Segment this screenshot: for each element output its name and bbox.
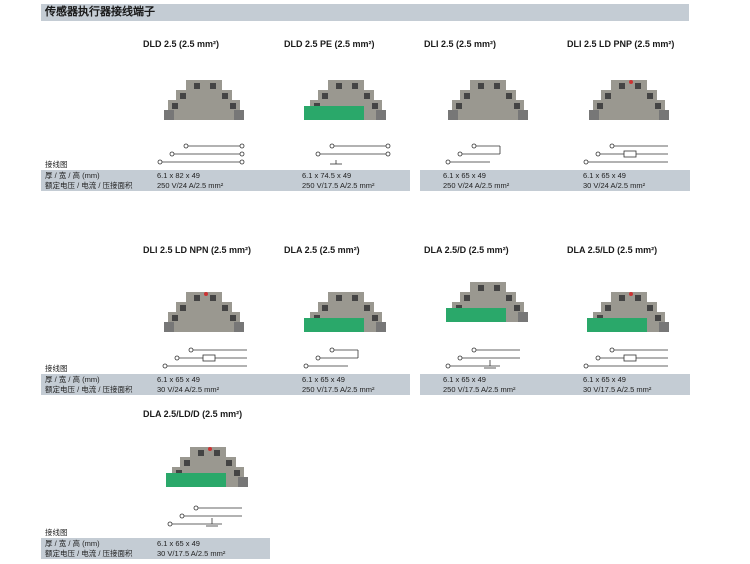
dims-value-7: 6.1 x 65 x 49 bbox=[443, 375, 486, 384]
wiring-diagram-2 bbox=[315, 143, 391, 165]
wiring-diagram-5 bbox=[162, 347, 248, 369]
wiring-diagram-6 bbox=[303, 347, 359, 369]
dims-value-4: 6.1 x 65 x 49 bbox=[583, 171, 626, 180]
section-title: 传感器执行器接线端子 bbox=[45, 6, 155, 18]
label-dims-3: 厚 / 宽 / 高 (mm) bbox=[45, 539, 100, 548]
product-image-7 bbox=[442, 272, 534, 330]
dims-value-6: 6.1 x 65 x 49 bbox=[302, 375, 345, 384]
dims-value-5: 6.1 x 65 x 49 bbox=[157, 375, 200, 384]
item-title-2: DLD 2.5 PE (2.5 mm²) bbox=[284, 39, 375, 49]
label-wiring-1: 接线图 bbox=[45, 160, 68, 169]
rating-value-1: 250 V/24 A/2.5 mm² bbox=[157, 181, 224, 190]
rating-value-3: 250 V/24 A/2.5 mm² bbox=[443, 181, 510, 190]
product-image-5 bbox=[158, 282, 250, 340]
dims-value-9: 6.1 x 65 x 49 bbox=[157, 539, 200, 548]
wiring-diagram-9 bbox=[167, 505, 243, 527]
label-rating-3: 额定电压 / 电流 / 压接面积 bbox=[45, 549, 133, 558]
label-rating-1: 额定电压 / 电流 / 压接面积 bbox=[45, 181, 133, 190]
wiring-diagram-7 bbox=[445, 347, 521, 369]
rating-value-4: 30 V/24 A/2.5 mm² bbox=[583, 181, 646, 190]
spec-band-3 bbox=[41, 538, 270, 559]
dims-value-1: 6.1 x 82 x 49 bbox=[157, 171, 200, 180]
product-image-9 bbox=[162, 437, 254, 495]
rating-value-6: 250 V/17.5 A/2.5 mm² bbox=[302, 385, 375, 394]
product-image-3 bbox=[442, 70, 534, 128]
spec-band-1b bbox=[420, 170, 690, 191]
dims-value-8: 6.1 x 65 x 49 bbox=[583, 375, 626, 384]
label-dims-2: 厚 / 宽 / 高 (mm) bbox=[45, 375, 100, 384]
spec-band-2b bbox=[420, 374, 690, 395]
label-wiring-2: 接线图 bbox=[45, 364, 68, 373]
rating-value-2: 250 V/17.5 A/2.5 mm² bbox=[302, 181, 375, 190]
item-title-4: DLI 2.5 LD PNP (2.5 mm²) bbox=[567, 39, 675, 49]
wiring-diagram-4 bbox=[583, 143, 669, 165]
label-rating-2: 额定电压 / 电流 / 压接面积 bbox=[45, 385, 133, 394]
rating-value-9: 30 V/17.5 A/2.5 mm² bbox=[157, 549, 226, 558]
item-title-9: DLA 2.5/LD/D (2.5 mm²) bbox=[143, 409, 243, 419]
item-title-8: DLA 2.5/LD (2.5 mm²) bbox=[567, 245, 658, 255]
spec-band-2a bbox=[41, 374, 410, 395]
spec-band-1a bbox=[41, 170, 410, 191]
product-image-1 bbox=[158, 70, 250, 128]
section-header-bar bbox=[41, 4, 689, 21]
product-image-4 bbox=[583, 70, 675, 128]
label-dims-1: 厚 / 宽 / 高 (mm) bbox=[45, 171, 100, 180]
rating-value-8: 30 V/17.5 A/2.5 mm² bbox=[583, 385, 652, 394]
product-image-8 bbox=[583, 282, 675, 340]
label-wiring-3: 接线图 bbox=[45, 528, 68, 537]
dims-value-3: 6.1 x 65 x 49 bbox=[443, 171, 486, 180]
product-image-6 bbox=[300, 282, 392, 340]
rating-value-5: 30 V/24 A/2.5 mm² bbox=[157, 385, 220, 394]
dims-value-2: 6.1 x 74.5 x 49 bbox=[302, 171, 352, 180]
item-title-6: DLA 2.5 (2.5 mm²) bbox=[284, 245, 360, 255]
item-title-1: DLD 2.5 (2.5 mm²) bbox=[143, 39, 220, 49]
wiring-diagram-3 bbox=[445, 143, 501, 165]
wiring-diagram-8 bbox=[583, 347, 669, 369]
item-title-3: DLI 2.5 (2.5 mm²) bbox=[424, 39, 497, 49]
rating-value-7: 250 V/17.5 A/2.5 mm² bbox=[443, 385, 516, 394]
item-title-5: DLI 2.5 LD NPN (2.5 mm²) bbox=[143, 245, 252, 255]
item-title-7: DLA 2.5/D (2.5 mm²) bbox=[424, 245, 509, 255]
product-image-2 bbox=[300, 70, 392, 128]
wiring-diagram-1 bbox=[157, 143, 245, 165]
